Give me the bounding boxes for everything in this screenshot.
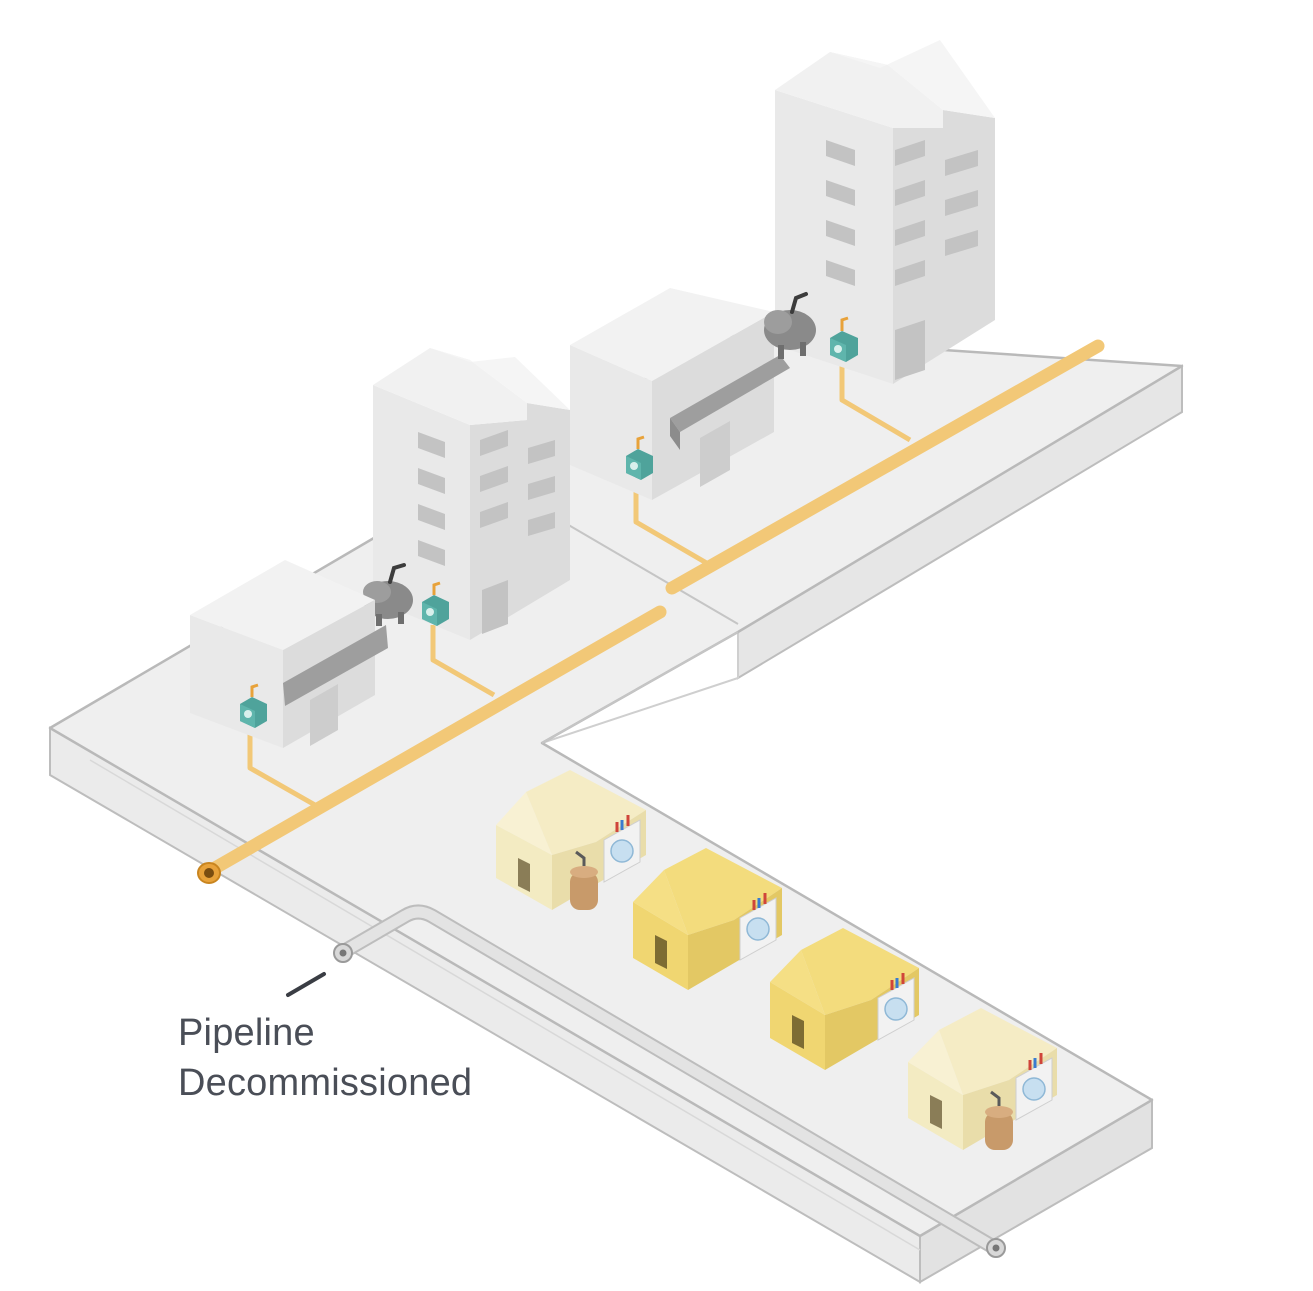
decommissioned-pipeline <box>333 904 1006 1258</box>
tall-building-middle <box>373 348 570 640</box>
storage-tank-icon <box>363 563 413 626</box>
gas-meter-icon <box>626 435 653 480</box>
gas-meter-icon <box>830 316 858 362</box>
tall-building-right <box>775 40 995 384</box>
heat-pump-icon <box>1015 1053 1053 1121</box>
propane-tank-icon <box>985 1090 1013 1150</box>
gas-meter-icon <box>422 581 449 626</box>
propane-tank-icon <box>570 850 598 910</box>
house-4 <box>908 1008 1057 1150</box>
house-2 <box>633 848 782 990</box>
active-gas-main <box>197 339 1105 884</box>
label-line-2: Decommissioned <box>178 1062 473 1104</box>
house-3 <box>770 928 919 1070</box>
annotation-leader-line <box>286 972 326 997</box>
heat-pump-icon <box>877 973 915 1041</box>
heat-pump-icon <box>739 893 777 961</box>
shop-building-front <box>190 560 388 748</box>
house-1 <box>496 770 646 910</box>
heat-pump-icon <box>603 815 641 883</box>
pipeline-decommissioned-label: Pipeline Decommissioned <box>178 1008 472 1108</box>
storage-tank-icon <box>764 292 816 359</box>
label-line-1: Pipeline <box>178 1012 315 1054</box>
gas-meter-icon <box>240 683 267 728</box>
